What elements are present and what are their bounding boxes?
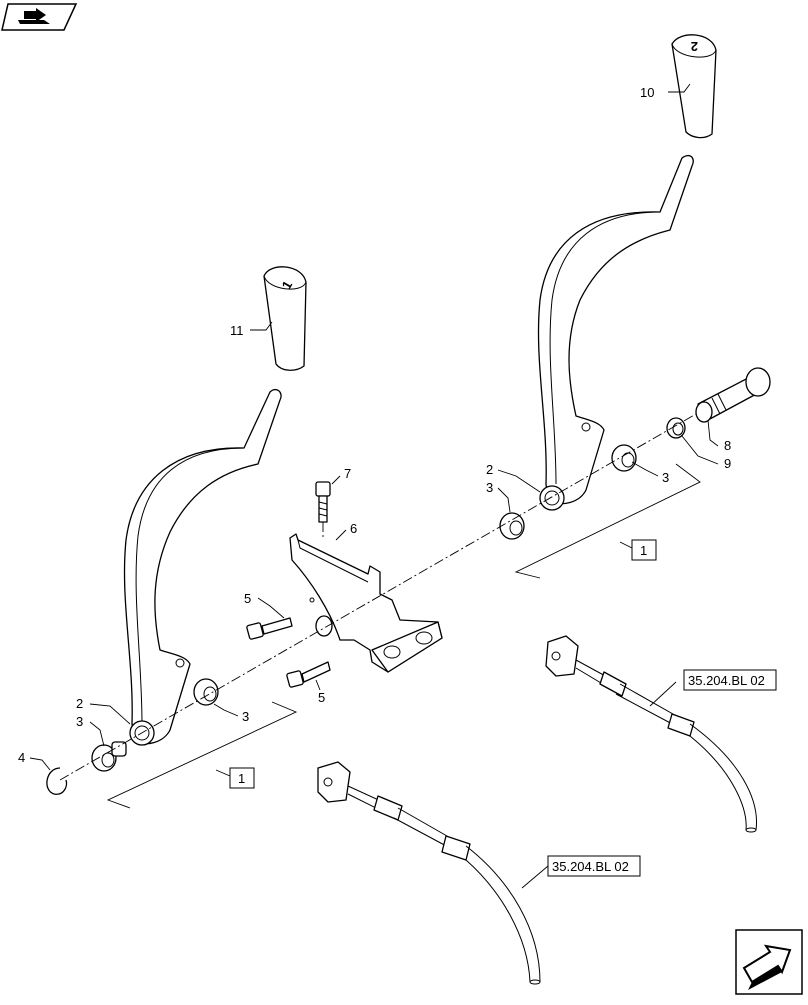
callout-11: 11 xyxy=(230,323,244,338)
cable-upper xyxy=(545,635,757,833)
callout-2-right: 2 xyxy=(486,462,493,477)
right-pedal-lever xyxy=(537,154,694,511)
callout-10: 10 xyxy=(640,85,654,100)
nut-3-right-inner xyxy=(499,512,525,540)
callout-2-left: 2 xyxy=(76,696,83,711)
bolt-5-lower xyxy=(286,661,331,688)
washer-9 xyxy=(666,417,686,439)
pin-8 xyxy=(695,367,771,423)
group-bracket-left xyxy=(106,701,298,809)
callout-4: 4 xyxy=(18,750,25,765)
callout-3-right-outer: 3 xyxy=(662,470,669,485)
knob-1: 1 xyxy=(263,266,307,371)
cable-lower xyxy=(317,761,541,985)
bolt-7 xyxy=(315,481,331,523)
axis-line xyxy=(59,413,697,781)
callout-5-upper: 5 xyxy=(244,591,251,606)
clip-4 xyxy=(46,767,68,795)
callout-3-left-inner: 3 xyxy=(76,714,83,729)
callout-3-right-inner: 3 xyxy=(486,480,493,495)
leader-lines xyxy=(29,83,719,889)
group-box-right[interactable]: 1 xyxy=(631,539,657,561)
svg-text:35.204.BL 02: 35.204.BL 02 xyxy=(552,859,629,874)
svg-text:1: 1 xyxy=(640,543,647,558)
nut-3-left-outer xyxy=(193,678,219,706)
left-pedal-lever xyxy=(123,388,282,746)
next-page-arrow-icon[interactable] xyxy=(735,929,803,995)
group-box-left[interactable]: 1 xyxy=(229,767,255,789)
callout-5-lower: 5 xyxy=(318,690,325,705)
svg-text:35.204.BL 02: 35.204.BL 02 xyxy=(688,673,765,688)
mounting-bracket xyxy=(289,533,443,673)
callout-3-left-outer: 3 xyxy=(242,709,249,724)
callout-9: 9 xyxy=(724,456,731,471)
callout-6: 6 xyxy=(350,521,357,536)
book-arrow-icon[interactable] xyxy=(1,3,78,31)
nut-3-right-outer xyxy=(611,444,637,472)
knob-2: 2 xyxy=(671,34,717,139)
cable-ref-lower[interactable]: 35.204.BL 02 xyxy=(547,855,641,877)
callout-8: 8 xyxy=(724,438,731,453)
cable-ref-upper[interactable]: 35.204.BL 02 xyxy=(683,669,777,691)
knob-2-label: 2 xyxy=(691,39,698,54)
callouts: 10 11 7 6 2 3 3 8 9 5 5 2 3 3 4 xyxy=(18,85,731,765)
svg-text:1: 1 xyxy=(238,771,245,786)
spacer-left xyxy=(111,741,127,757)
group-bracket-right xyxy=(514,463,701,579)
bolt-5-upper xyxy=(246,617,293,640)
callout-7: 7 xyxy=(344,466,351,481)
